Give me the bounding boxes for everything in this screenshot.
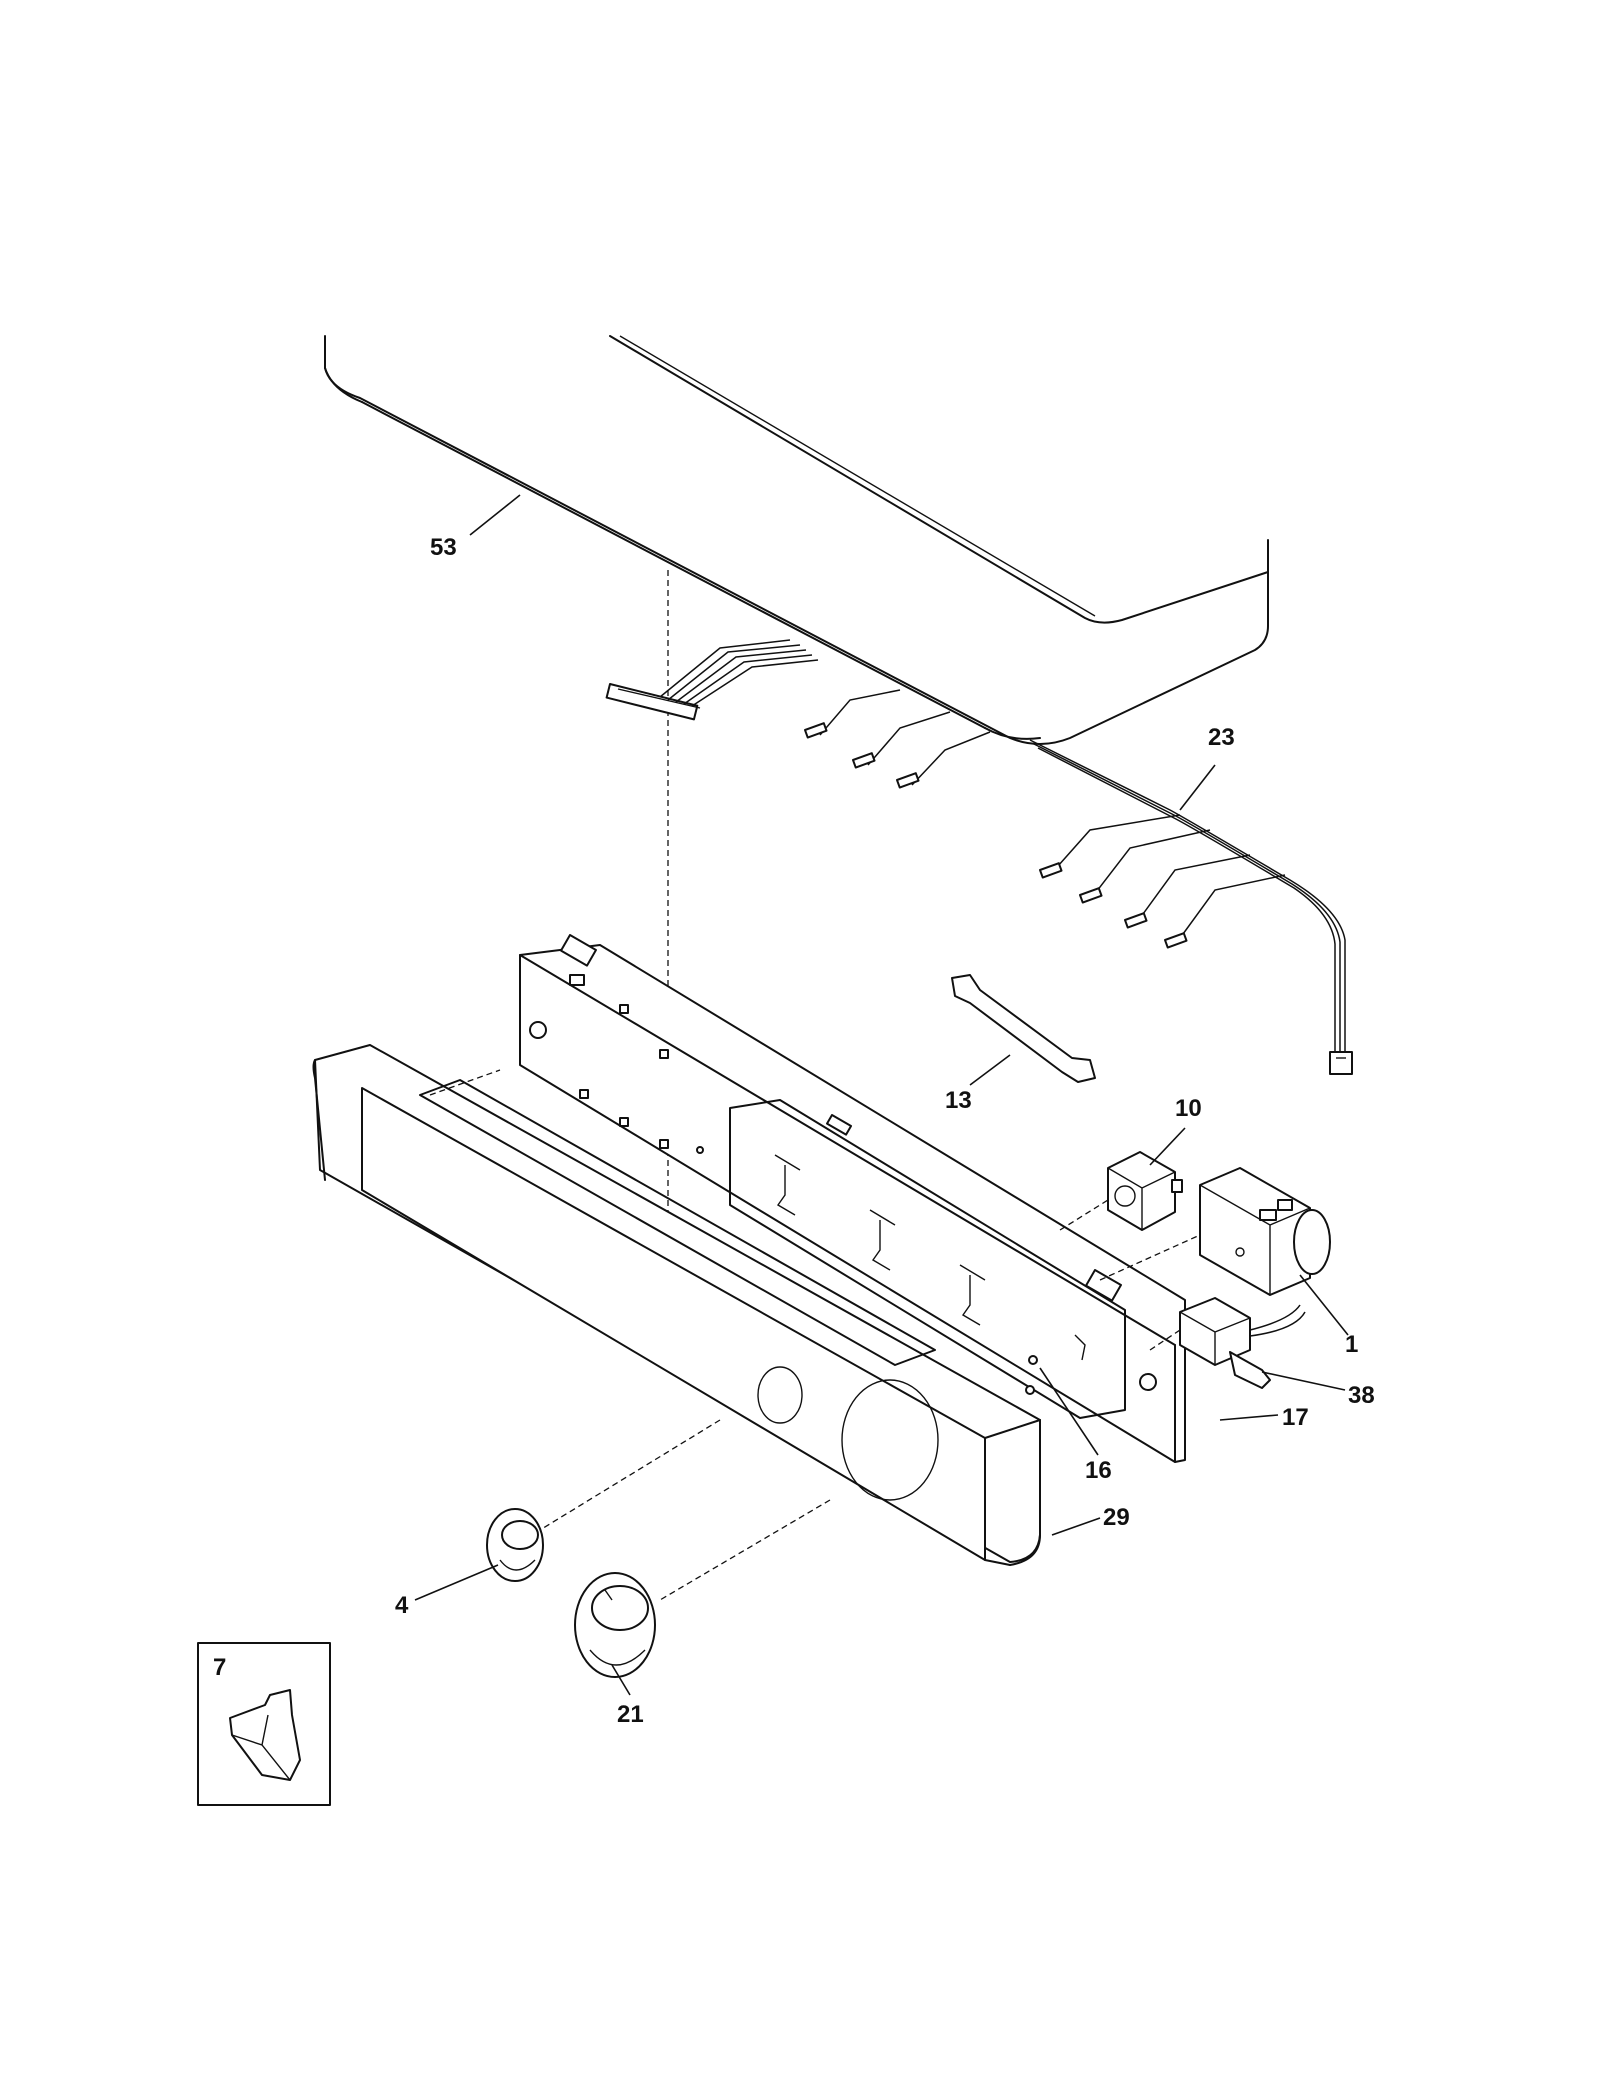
callout-1: 1 [1345, 1331, 1358, 1358]
callout-38: 38 [1348, 1382, 1375, 1409]
door-switch-bracket [1179, 1297, 1306, 1389]
callout-53: 53 [430, 534, 457, 561]
control-panel [519, 934, 1186, 1463]
leader-lines [414, 494, 1349, 1696]
switch-cutouts [774, 1154, 1086, 1361]
bracket-strap [951, 974, 1096, 1083]
callout-7: 7 [213, 1654, 226, 1681]
ribbon-connector [605, 639, 819, 721]
selector-switch [1107, 1151, 1183, 1231]
timer-motor [1199, 1167, 1331, 1296]
knob-small [486, 1508, 544, 1582]
callout-labels: 53 23 13 10 1 38 17 16 29 4 21 7 [213, 534, 1375, 1728]
callout-29: 29 [1103, 1504, 1130, 1531]
knob-large [574, 1572, 656, 1678]
inset-box [197, 1642, 331, 1806]
wire-harness [804, 689, 1353, 1075]
callout-21: 21 [617, 1701, 644, 1728]
top-cover [324, 335, 1269, 1245]
assembly-lines [429, 1069, 1201, 1601]
callout-16: 16 [1085, 1457, 1112, 1484]
callout-10: 10 [1175, 1095, 1202, 1122]
callout-4: 4 [395, 1592, 409, 1619]
front-console [312, 1044, 1041, 1566]
callout-17: 17 [1282, 1404, 1309, 1431]
callout-13: 13 [945, 1087, 972, 1114]
callout-23: 23 [1208, 724, 1235, 751]
